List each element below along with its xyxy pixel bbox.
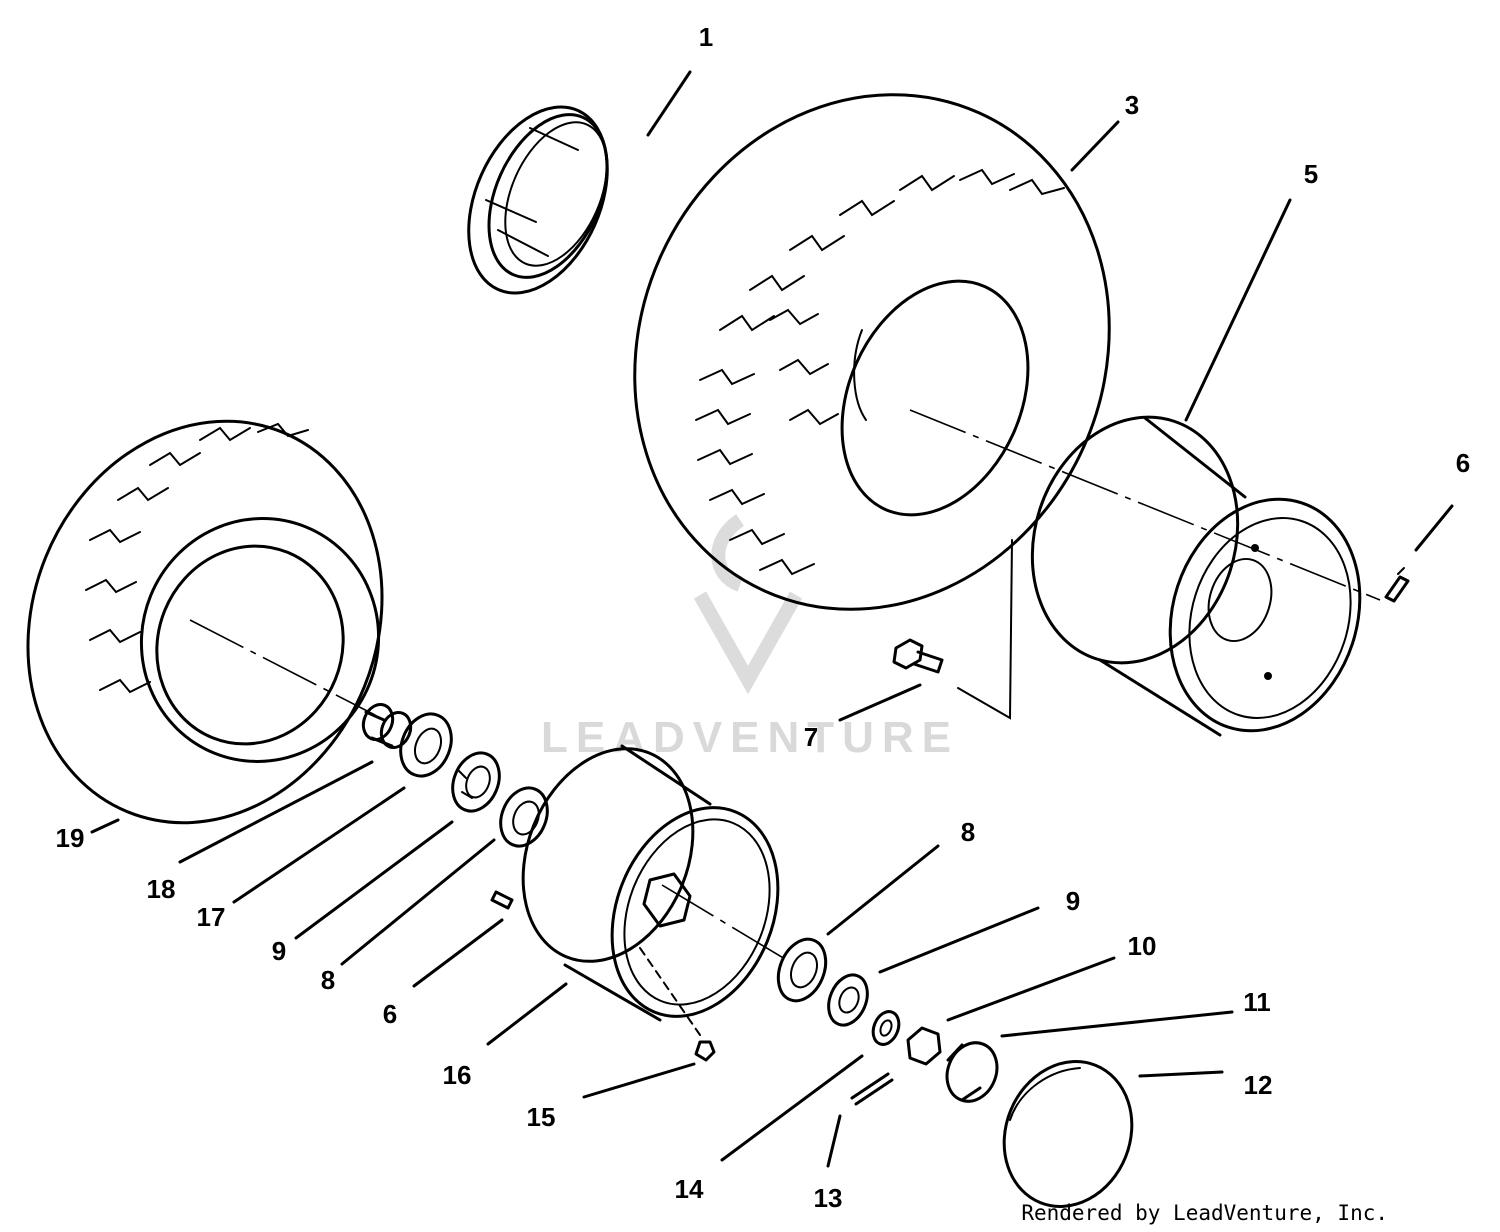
callout-14: 14 xyxy=(675,1174,704,1204)
callout-9-left: 9 xyxy=(272,936,286,966)
callout-6-lower: 6 xyxy=(383,999,397,1029)
part-valve-stem-6-lower xyxy=(490,890,514,910)
callout-13: 13 xyxy=(814,1183,843,1213)
leader-lines xyxy=(90,70,1454,1168)
callout-9-right: 9 xyxy=(1066,886,1080,916)
callout-7: 7 xyxy=(804,722,818,752)
part-hubcap-12 xyxy=(1002,1060,1134,1208)
part-bearing-cup-8-right xyxy=(776,937,828,1003)
part-rear-tire-3 xyxy=(633,93,1111,611)
part-bearing-cup-8-left xyxy=(499,786,549,848)
render-credit: Rendered by LeadVenture, Inc. xyxy=(1021,1201,1388,1225)
part-bearing-9-left xyxy=(451,751,501,813)
callout-11: 11 xyxy=(1243,987,1271,1017)
part-valve-stem-6 xyxy=(1384,567,1410,603)
part-front-rim-16 xyxy=(521,744,780,1022)
callout-19: 19 xyxy=(56,823,85,853)
callout-10: 10 xyxy=(1128,931,1157,961)
part-rear-rim-5 xyxy=(1030,415,1362,737)
callout-8-left: 8 xyxy=(321,965,335,995)
center-axes xyxy=(189,409,1381,963)
watermark-logo-icon xyxy=(693,514,803,695)
part-washer-14 xyxy=(871,1010,901,1046)
callout-labels: 1 3 5 6 7 19 18 17 9 8 6 16 15 8 9 10 11… xyxy=(56,22,1471,1213)
callout-6-upper: 6 xyxy=(1456,448,1470,478)
callout-3: 3 xyxy=(1125,90,1139,120)
bolt-7-pointer xyxy=(957,539,1013,720)
part-grease-fitting-15 xyxy=(694,1040,716,1062)
callout-5: 5 xyxy=(1304,159,1318,189)
part-nut-10 xyxy=(906,1026,942,1066)
watermark: LEADVENTURE xyxy=(541,514,959,762)
callout-15: 15 xyxy=(527,1102,556,1132)
part-bolt-7 xyxy=(892,638,944,674)
callout-17: 17 xyxy=(197,902,226,932)
part-spacer-18 xyxy=(361,703,413,749)
part-bearing-9-right xyxy=(827,973,869,1027)
callout-18: 18 xyxy=(147,874,176,904)
part-cotter-pin-13 xyxy=(850,1072,894,1106)
watermark-text: LEADVENTURE xyxy=(541,713,959,762)
fitting-15-path xyxy=(639,947,701,1036)
part-seal-17 xyxy=(399,712,453,778)
callout-8-right: 8 xyxy=(961,817,975,847)
callout-16: 16 xyxy=(443,1060,472,1090)
part-front-tire-19 xyxy=(26,419,384,825)
callout-1: 1 xyxy=(699,22,713,52)
part-ring-1 xyxy=(467,105,609,295)
part-dust-cap-11 xyxy=(945,1041,999,1103)
callout-12: 12 xyxy=(1244,1070,1273,1100)
